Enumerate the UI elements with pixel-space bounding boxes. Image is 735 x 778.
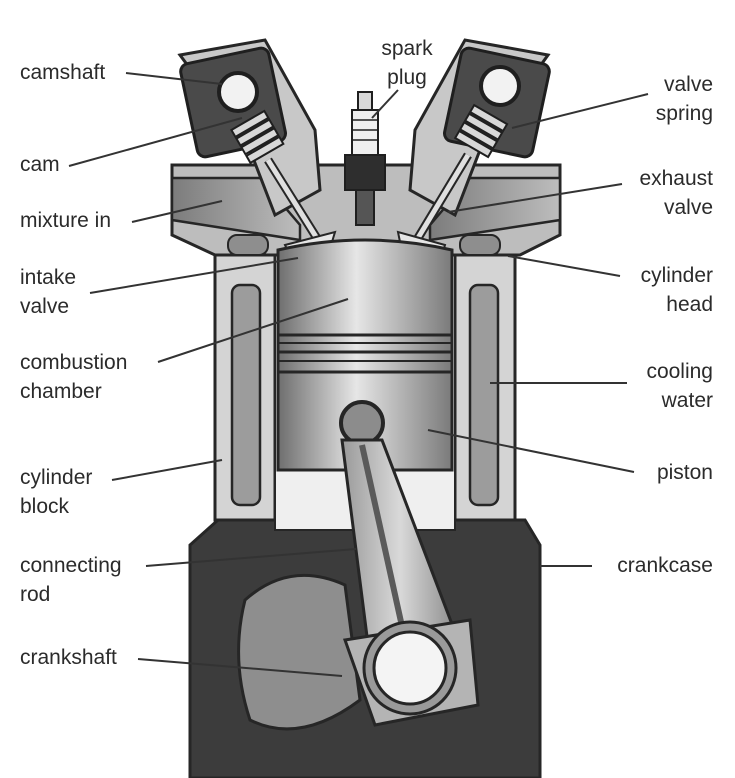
leader-mixture-in	[131, 200, 223, 223]
cooling-water-right	[468, 283, 500, 507]
piston-pin	[339, 400, 385, 446]
label-camshaft: camshaft	[20, 61, 106, 84]
cooling-water-left	[230, 283, 262, 507]
leader-combustion-chamber	[157, 298, 349, 363]
label-spark-plug: spark plug	[381, 37, 433, 89]
crankpin	[372, 630, 448, 706]
label-crankshaft: crankshaft	[20, 646, 117, 669]
label-cylinder-head: cylinder head	[640, 264, 713, 316]
label-combustion-chamber: combustion chamber	[20, 351, 128, 403]
left-valve-spring	[230, 109, 285, 165]
head-jacket-right	[459, 234, 501, 256]
label-mixture-in: mixture in	[20, 209, 112, 232]
crank-web	[237, 573, 362, 731]
spark-plug	[344, 91, 386, 226]
label-cam: cam	[20, 153, 60, 176]
piston-rings	[278, 333, 452, 374]
label-exhaust-valve: exhaust valve	[639, 167, 713, 219]
head-jacket-left	[227, 234, 269, 256]
piston-body	[276, 238, 454, 472]
label-crankcase: crankcase	[617, 554, 713, 577]
leader-spark-plug	[371, 89, 399, 119]
label-cooling-water: cooling water	[646, 360, 713, 412]
right-valve-spring	[453, 103, 509, 159]
leader-camshaft	[125, 72, 223, 85]
leader-lines	[68, 72, 649, 677]
right-camshaft	[479, 65, 521, 107]
label-valve-spring: valve spring	[655, 73, 713, 125]
label-piston: piston	[656, 461, 713, 484]
leader-cam	[68, 117, 243, 167]
label-cylinder-block: cylinder block	[20, 466, 93, 518]
label-connecting-rod: connecting rod	[20, 554, 122, 606]
leader-intake-valve	[89, 257, 299, 294]
leader-cylinder-head	[507, 255, 621, 277]
leader-valve-spring	[511, 93, 649, 129]
leader-crankshaft	[137, 658, 343, 677]
left-camshaft	[217, 71, 259, 113]
leader-piston	[427, 429, 635, 473]
leader-cylinder-block	[111, 459, 223, 481]
leader-exhaust-valve	[447, 183, 623, 213]
leader-connecting-rod	[145, 548, 357, 567]
label-intake-valve: intake valve	[20, 266, 77, 318]
